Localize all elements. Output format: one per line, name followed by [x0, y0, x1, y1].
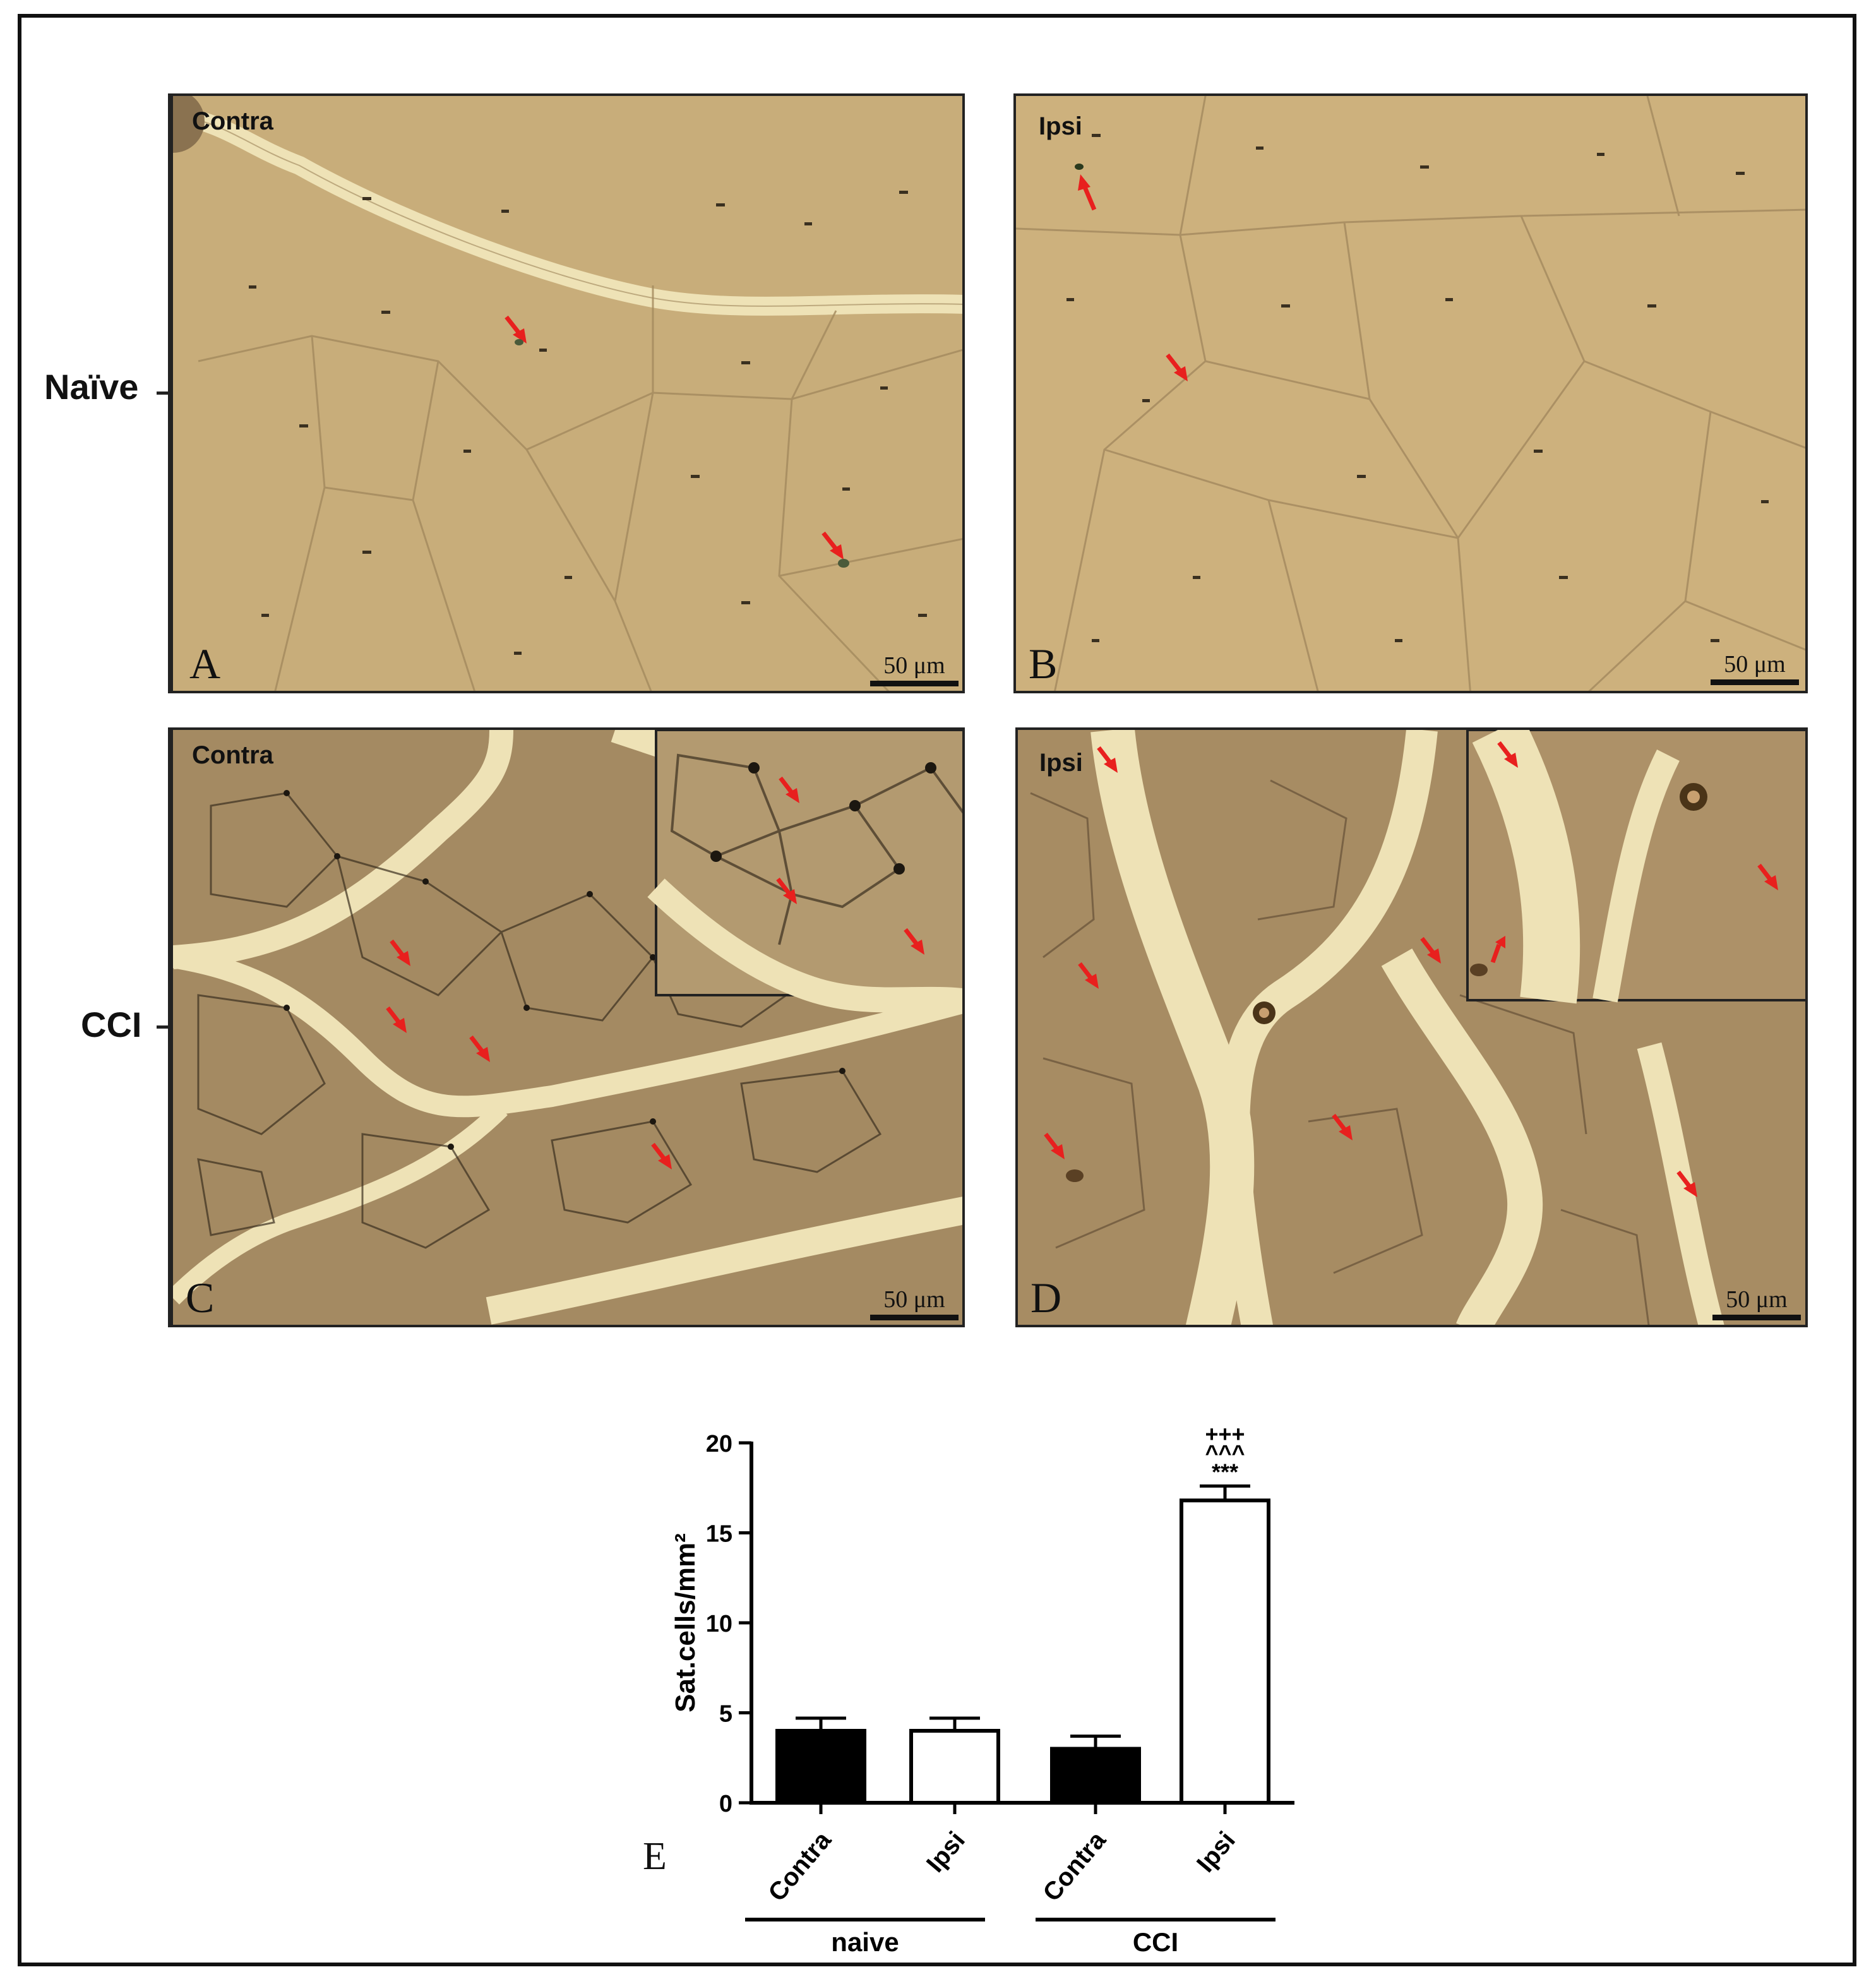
y-axis-label: Sat.cells/mm²	[670, 1533, 701, 1712]
y-tick-label-1: 5	[719, 1701, 732, 1728]
bar-1	[909, 1729, 1000, 1805]
micrograph-a-image	[173, 96, 962, 691]
bar-3	[1180, 1498, 1270, 1805]
panel-a-scale-line	[870, 681, 959, 686]
micrograph-panel-d: Ipsi D 50 μm	[1015, 727, 1808, 1327]
panel-d-scale-bar: 50 μm	[1712, 1286, 1801, 1320]
significance-mark-0: +++	[1205, 1421, 1245, 1447]
row-tick-naive	[157, 391, 168, 395]
panel-a-scale-bar: 50 μm	[870, 652, 959, 686]
micrograph-panel-a: Contra A 50 μm	[170, 93, 965, 693]
panel-b-scale-bar: 50 μm	[1711, 650, 1799, 685]
x-category-label-0: Contra	[763, 1826, 837, 1907]
row-label-cci: CCI	[81, 1005, 142, 1044]
micrograph-panel-b: Ipsi B 50 μm	[1013, 93, 1808, 693]
panel-c-letter: C	[186, 1274, 215, 1322]
group-label-naive: naive	[831, 1927, 899, 1957]
panel-b-scale-label: 50 μm	[1724, 651, 1786, 678]
x-category-label-3: Ipsi	[1192, 1827, 1241, 1878]
micrograph-c-image	[173, 730, 962, 1325]
bar-2	[1050, 1747, 1141, 1805]
micrograph-d-image	[1018, 730, 1805, 1325]
figure-frame	[18, 14, 1856, 1966]
y-tick-label-2: 10	[706, 1611, 732, 1637]
group-label-CCI: CCI	[1133, 1927, 1178, 1957]
panel-d-tag: Ipsi	[1039, 749, 1083, 777]
panel-c-tag: Contra	[192, 741, 273, 769]
panel-c-scale-line	[870, 1315, 959, 1320]
panel-a-letter: A	[189, 640, 221, 688]
panel-d-scale-line	[1712, 1315, 1801, 1320]
row-label-naive: Naïve	[44, 367, 139, 407]
panel-b-letter: B	[1029, 640, 1058, 688]
y-tick-label-4: 20	[706, 1431, 732, 1457]
significance-mark-1: ^^^	[1205, 1440, 1245, 1466]
panel-c-scale-label: 50 μm	[883, 1286, 945, 1313]
significance-mark-2: ***	[1212, 1459, 1238, 1485]
bar-0	[775, 1729, 866, 1805]
panel-b-tag: Ipsi	[1039, 112, 1082, 140]
panel-d-scale-label: 50 μm	[1726, 1286, 1788, 1313]
y-tick-label-0: 0	[719, 1791, 732, 1817]
x-category-label-2: Contra	[1037, 1826, 1111, 1907]
row-tick-cci	[157, 1025, 168, 1029]
micrograph-panel-c: Contra C 50 μm	[170, 727, 965, 1327]
panel-d-letter: D	[1031, 1274, 1062, 1322]
micrograph-b-image	[1016, 96, 1805, 691]
chart-letter: E	[643, 1835, 667, 1878]
panel-c-scale-bar: 50 μm	[870, 1286, 959, 1320]
panel-a-tag: Contra	[192, 107, 273, 135]
x-category-label-1: Ipsi	[921, 1827, 971, 1878]
panel-b-scale-line	[1711, 679, 1799, 685]
y-tick-label-3: 15	[706, 1521, 732, 1548]
panel-a-scale-label: 50 μm	[883, 652, 945, 679]
